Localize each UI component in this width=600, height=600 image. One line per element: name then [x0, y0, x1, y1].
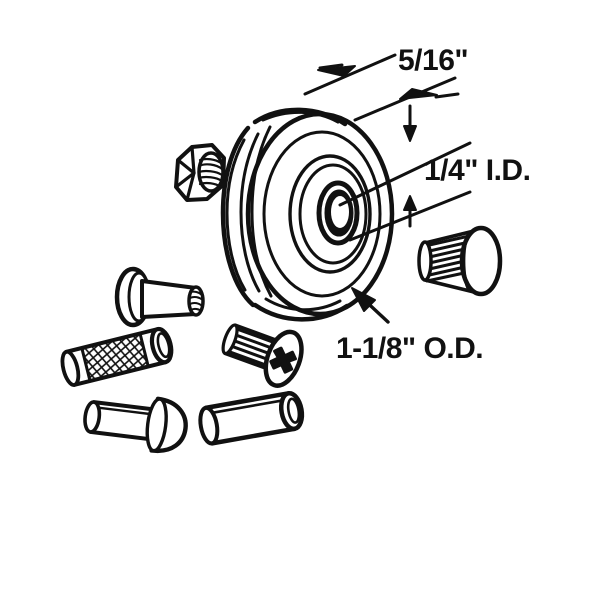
part-dowel-pin	[198, 390, 305, 446]
part-knurled-sleeve	[60, 326, 174, 387]
callout-label-inner-diameter: 1/4" I.D.	[424, 154, 530, 187]
part-dome-rivet	[83, 396, 188, 454]
callout-leader-inner-diameter	[338, 104, 472, 242]
part-hex-nut	[174, 143, 226, 202]
part-phillips-screw	[221, 323, 304, 388]
callout-label-outer-diameter: 1-1/8" O.D.	[336, 332, 483, 365]
part-grooved-wheel	[220, 107, 395, 322]
part-shoulder-rivet	[114, 266, 205, 328]
callout-leader-width	[303, 53, 460, 122]
callout-label-width: 5/16"	[398, 44, 468, 77]
part-round-head-bolt	[417, 225, 503, 297]
callout-leader-outer-diameter	[351, 287, 390, 324]
